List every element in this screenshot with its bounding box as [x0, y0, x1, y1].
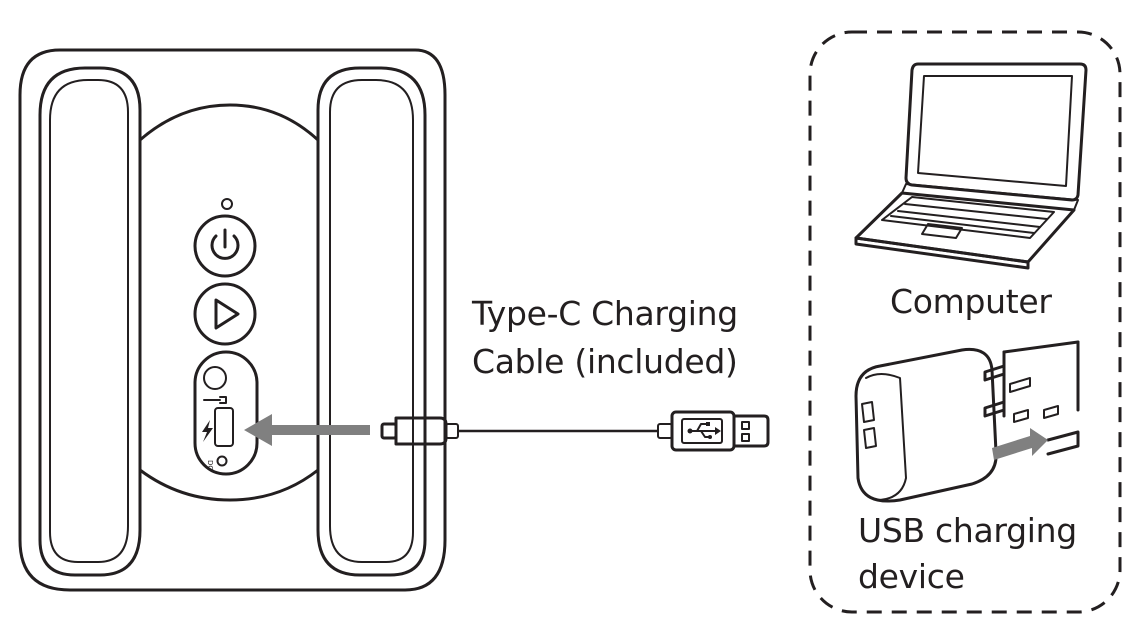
usb-c-port[interactable]	[214, 407, 234, 447]
type-c-cable	[380, 410, 770, 452]
usb-charging-device-label: USB charging device	[858, 508, 1077, 600]
play-icon	[214, 298, 240, 330]
wall-charger-icon	[854, 340, 1080, 503]
dc-label: DC	[206, 460, 214, 470]
port-panel: DC	[193, 350, 259, 476]
cable-label-line2: Cable (included)	[472, 342, 738, 381]
cable-label: Type-C Charging Cable (included)	[472, 290, 738, 386]
cable-label-line1: Type-C Charging	[472, 294, 738, 333]
usb-label-line2: device	[858, 557, 965, 596]
usb-a-connector	[657, 410, 770, 452]
lightning-icon	[202, 420, 213, 442]
usb-icon	[687, 422, 721, 439]
computer-label: Computer	[890, 282, 1052, 321]
led-indicator	[221, 198, 233, 210]
speaker-left-grip	[38, 66, 142, 577]
laptop-icon	[854, 62, 1088, 270]
speaker-right-grip	[316, 66, 427, 577]
arrow-left-icon	[244, 414, 370, 446]
type-c-connector	[380, 416, 459, 446]
usb-label-line1: USB charging	[858, 511, 1077, 550]
power-icon	[210, 228, 240, 260]
speaker: DC	[18, 48, 447, 592]
aux-port-icon	[203, 366, 227, 390]
source-devices-container	[808, 30, 1122, 614]
play-button[interactable]	[193, 282, 257, 346]
power-button[interactable]	[193, 214, 257, 278]
